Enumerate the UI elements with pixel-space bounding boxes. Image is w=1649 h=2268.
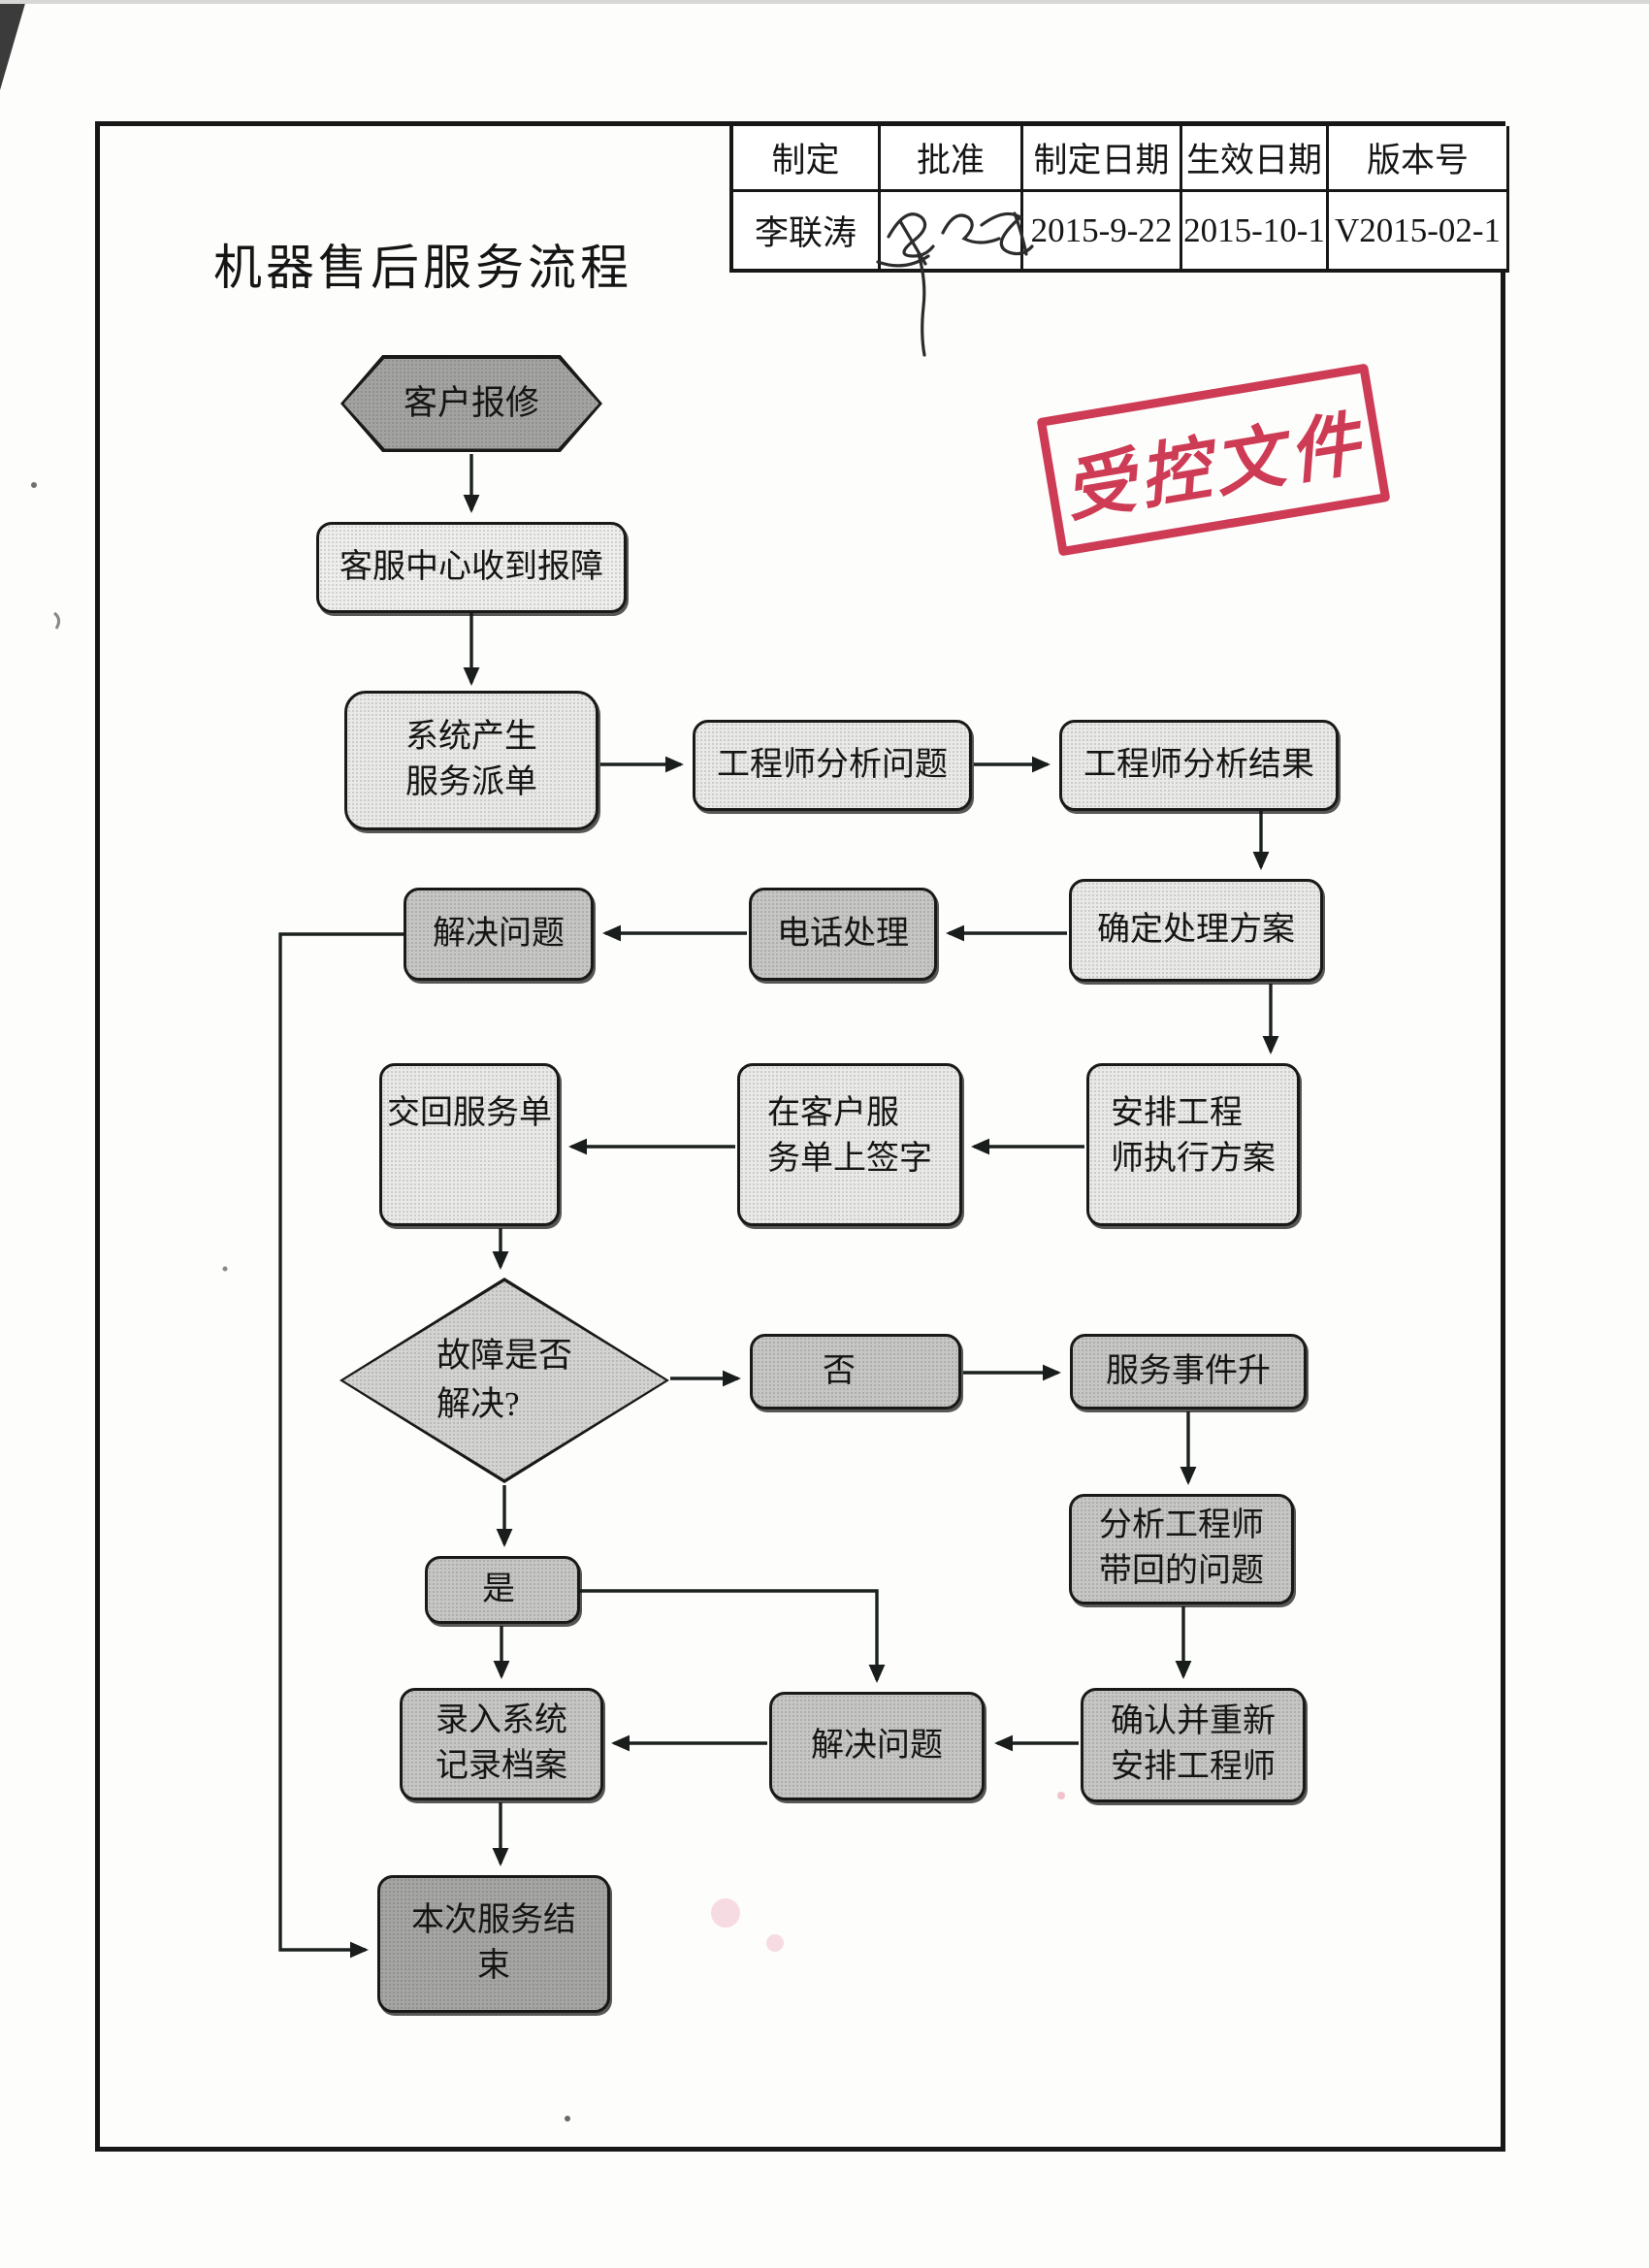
- node-label: 客服中心收到报障: [340, 548, 603, 585]
- table-header-effective-date: 生效日期: [1182, 126, 1329, 192]
- flow-node-no: 否: [750, 1334, 961, 1409]
- table-cell-creator: 李联涛: [733, 192, 881, 269]
- flow-node-sign-order: 在客户服 务单上签字: [737, 1063, 962, 1226]
- node-label: 工程师分析问题: [717, 746, 948, 783]
- approval-table: 制定 批准 制定日期 生效日期 版本号 李联涛 2015-9-22 2015-1…: [729, 126, 1509, 273]
- node-label: 客户报修: [403, 384, 539, 423]
- flow-node-engineer-result: 工程师分析结果: [1059, 720, 1339, 811]
- flow-node-fault-solved-decision: 故障是否 解决?: [340, 1278, 669, 1483]
- table-header-version: 版本号: [1329, 126, 1509, 192]
- document-border-frame: [95, 121, 1505, 2152]
- flow-node-analyze-back: 分析工程师 带回的问题: [1069, 1494, 1294, 1604]
- flow-node-solve-problem-1: 解决问题: [404, 888, 594, 981]
- flow-node-phone-handle: 电话处理: [749, 888, 937, 981]
- flow-node-customer-report: 客户报修: [340, 355, 602, 452]
- node-label: 故障是否 解决?: [436, 1337, 572, 1423]
- node-label: 电话处理: [777, 915, 909, 952]
- table-cell-approver-signature: [881, 192, 1023, 269]
- flow-node-record: 录入系统 记录档案: [400, 1688, 603, 1800]
- flow-node-engineer-analyze: 工程师分析问题: [693, 720, 972, 811]
- node-label: 服务事件升: [1106, 1352, 1271, 1389]
- table-cell-version: V2015-02-1: [1329, 192, 1509, 269]
- table-cell-created-date: 2015-9-22: [1023, 192, 1182, 269]
- node-label: 安排工程 师执行方案: [1111, 1095, 1276, 1177]
- node-label: 本次服务结 束: [411, 1902, 576, 1984]
- flow-node-escalate: 服务事件升: [1070, 1334, 1307, 1409]
- page-title: 机器售后服务流程: [213, 241, 632, 295]
- flow-node-rearrange: 确认并重新 安排工程师: [1081, 1688, 1306, 1802]
- flow-node-end: 本次服务结 束: [377, 1875, 610, 2013]
- flow-node-solve-problem-2: 解决问题: [769, 1692, 985, 1800]
- flow-node-system-dispatch: 系统产生 服务派单: [344, 691, 598, 830]
- node-label: 录入系统 记录档案: [436, 1702, 567, 1784]
- table-header-approver: 批准: [881, 126, 1023, 192]
- node-label: 解决问题: [811, 1727, 943, 1764]
- node-label: 在客户服 务单上签字: [767, 1095, 932, 1177]
- flow-node-return-order: 交回服务单: [379, 1063, 560, 1226]
- table-header-creator: 制定: [733, 126, 881, 192]
- node-label: 是: [482, 1571, 515, 1607]
- flow-node-yes: 是: [425, 1556, 580, 1624]
- node-label: 否: [823, 1352, 856, 1389]
- node-label: 解决问题: [433, 915, 565, 952]
- node-label: 分析工程师 带回的问题: [1099, 1507, 1264, 1589]
- node-label: 交回服务单: [387, 1095, 552, 1131]
- flow-node-arrange-engineer: 安排工程 师执行方案: [1086, 1063, 1300, 1226]
- flow-node-decide-plan: 确定处理方案: [1069, 879, 1323, 982]
- node-label: 确认并重新 安排工程师: [1111, 1703, 1276, 1785]
- node-label: 工程师分析结果: [1083, 746, 1314, 783]
- table-cell-effective-date: 2015-10-1: [1182, 192, 1329, 269]
- table-header-created-date: 制定日期: [1023, 126, 1182, 192]
- node-label: 确定处理方案: [1097, 911, 1295, 948]
- flow-node-center-receive: 客服中心收到报障: [316, 522, 627, 613]
- node-label: 系统产生 服务派单: [405, 719, 537, 800]
